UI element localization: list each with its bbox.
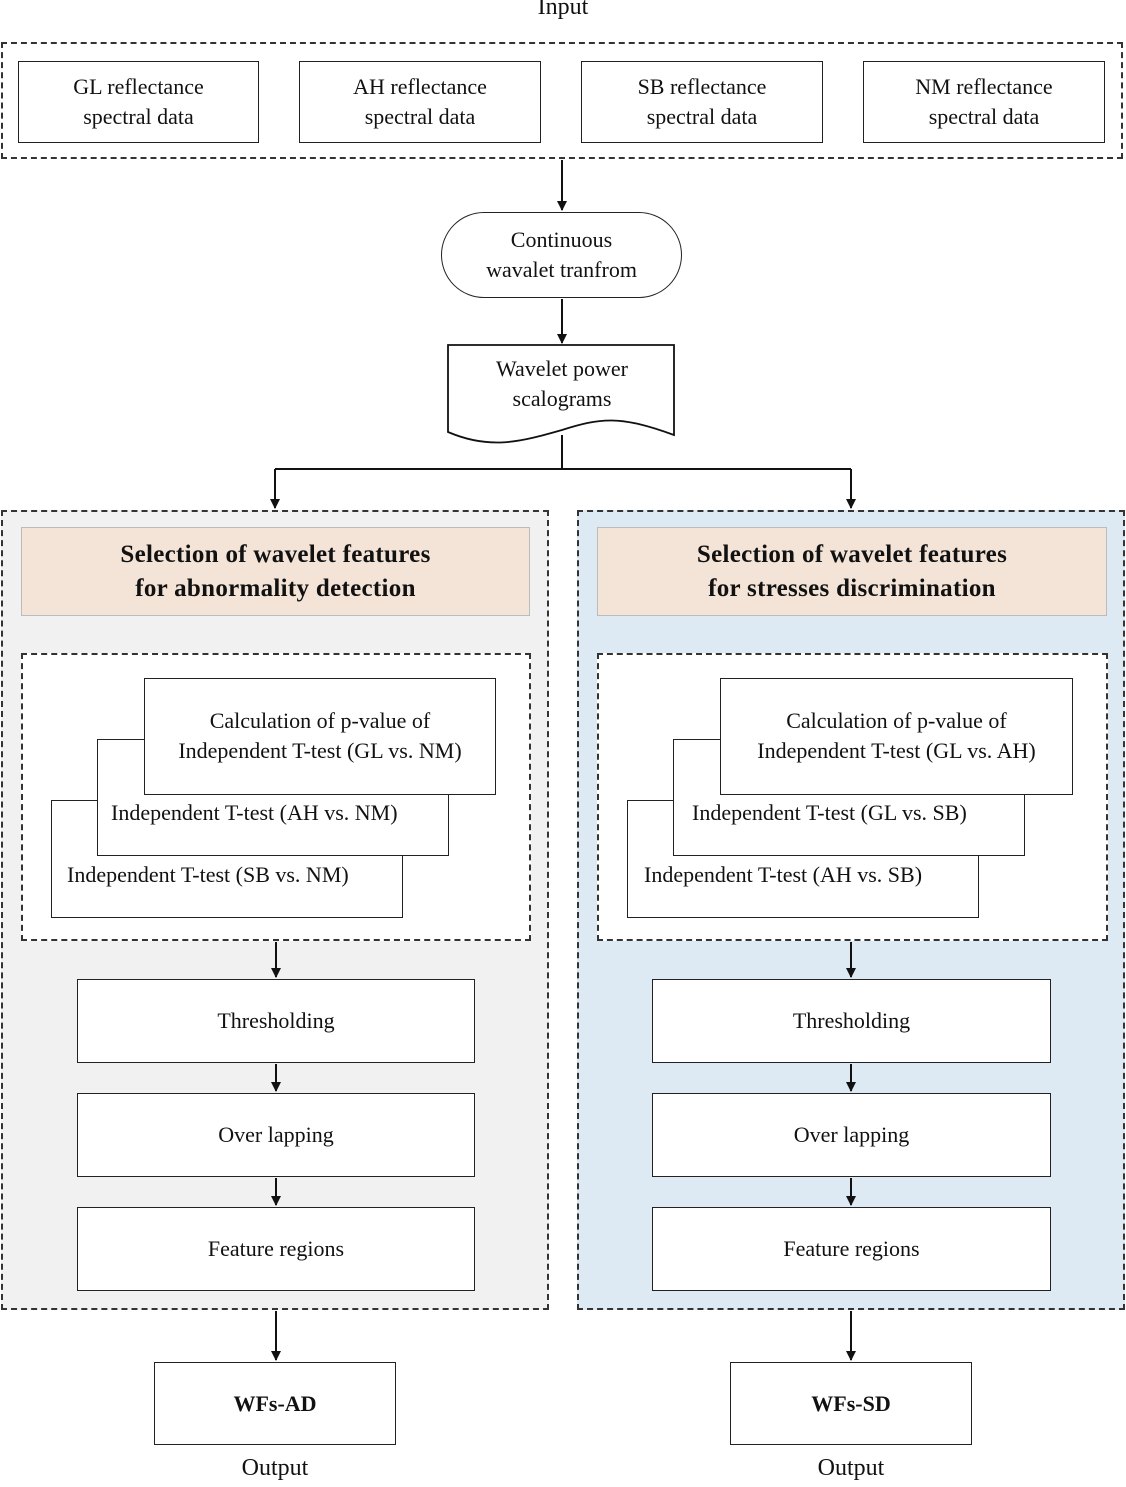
ttest-line1: Calculation of p-value of — [786, 708, 1007, 733]
input-line2: spectral data — [364, 104, 476, 129]
output-label-right: Output — [817, 1455, 885, 1481]
cwt-node: Continuous wavalet tranfrom — [441, 212, 682, 298]
step-label: Feature regions — [783, 1236, 920, 1261]
ttest-line2: Independent T-test (GL vs. NM) — [178, 738, 462, 763]
input-box-gl: GL reflectance spectral data — [18, 61, 259, 143]
input-line1: AH reflectance — [353, 74, 487, 99]
step-label: Thresholding — [217, 1008, 335, 1033]
scalogram-line2: scalograms — [513, 386, 612, 411]
ttest-label: Independent T-test (GL vs. SB) — [692, 800, 967, 825]
heading-line1: Selection of wavelet features — [696, 540, 1008, 568]
left-panel-heading: Selection of wavelet features for abnorma… — [21, 527, 530, 616]
heading-line2: for stresses discrimination — [708, 574, 996, 602]
right-panel-heading: Selection of wavelet features for stresse… — [597, 527, 1107, 616]
left-thresholding-box: Thresholding — [77, 979, 475, 1063]
output-box-ad: WFs-AD — [154, 1362, 396, 1445]
step-label: Feature regions — [207, 1236, 345, 1261]
heading-line1: Selection of wavelet features — [120, 540, 431, 568]
right-ttest-top: Calculation of p-value of Independent T-… — [720, 678, 1073, 795]
input-box-sb: SB reflectance spectral data — [581, 61, 823, 143]
step-label: Thresholding — [792, 1008, 911, 1033]
left-overlapping-box: Over lapping — [77, 1093, 475, 1177]
input-line2: spectral data — [928, 104, 1040, 129]
ttest-line1: Calculation of p-value of — [209, 708, 431, 733]
input-line2: spectral data — [83, 104, 194, 129]
ttest-label: Independent T-test (AH vs. SB) — [644, 862, 923, 887]
step-label: Over lapping — [218, 1122, 334, 1147]
input-group — [1, 42, 1123, 159]
input-box-nm: NM reflectance spectral data — [863, 61, 1105, 143]
ttest-label: Independent T-test (AH vs. NM) — [111, 800, 398, 825]
input-line1: GL reflectance — [73, 74, 204, 99]
input-box-ah: AH reflectance spectral data — [299, 61, 541, 143]
output-label-left: Output — [241, 1455, 309, 1481]
scalogram-document-shape — [447, 344, 675, 444]
input-line2: spectral data — [646, 104, 758, 129]
ttest-label: Independent T-test (SB vs. NM) — [67, 862, 349, 887]
right-overlapping-box: Over lapping — [652, 1093, 1051, 1177]
step-label: Over lapping — [793, 1122, 910, 1147]
input-line1: SB reflectance — [637, 74, 767, 99]
left-feature-regions-box: Feature regions — [77, 1207, 475, 1291]
scalogram-line1: Wavelet power — [496, 356, 629, 381]
output-box-sd: WFs-SD — [730, 1362, 972, 1445]
cwt-line1: Continuous — [510, 227, 613, 252]
output-box-label: WFs-SD — [811, 1390, 891, 1416]
right-thresholding-box: Thresholding — [652, 979, 1051, 1063]
output-box-label: WFs-AD — [233, 1390, 317, 1416]
cwt-line2: wavalet tranfrom — [486, 257, 637, 282]
left-ttest-top: Calculation of p-value of Independent T-… — [144, 678, 496, 795]
ttest-line2: Independent T-test (GL vs. AH) — [757, 738, 1036, 763]
input-label: Input — [537, 0, 589, 20]
right-feature-regions-box: Feature regions — [652, 1207, 1051, 1291]
input-line1: NM reflectance — [915, 74, 1053, 99]
heading-line2: for abnormality detection — [135, 574, 416, 602]
